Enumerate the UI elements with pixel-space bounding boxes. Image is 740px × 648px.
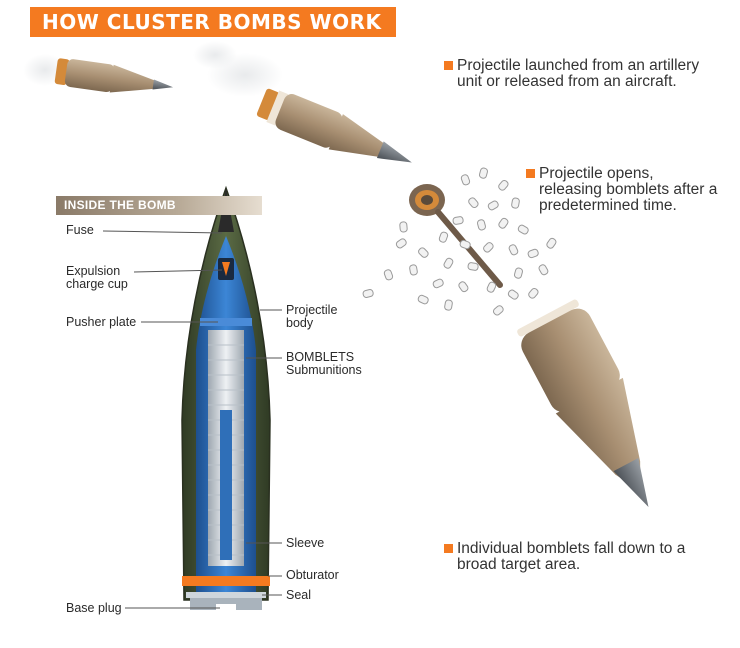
label-sleeve: Sleeve — [286, 536, 325, 550]
smoke-trail — [23, 41, 283, 97]
step-launch: Projectile launched from an artillery un… — [444, 57, 707, 90]
opened-projectile-cap — [409, 184, 503, 288]
label-obturator: Obturator — [286, 568, 339, 582]
label-fuse: Fuse — [66, 223, 94, 237]
page-title: HOW CLUSTER BOMBS WORK — [30, 7, 396, 37]
step-open: Projectile opens, releasing bomblets aft… — [526, 165, 719, 214]
step-fall-text: Individual bomblets fall down to a broad… — [457, 540, 686, 573]
orange-bullet-icon — [444, 544, 453, 553]
label-seal: Seal — [286, 588, 312, 602]
inside-section-title: INSIDE THE BOMB — [56, 196, 262, 215]
projectile-falling — [517, 299, 649, 507]
label-pusher-plate: Pusher plate — [66, 315, 137, 329]
label-projectile-body: Projectile body — [286, 303, 338, 330]
label-expulsion-charge-cup: Expulsion charge cup — [66, 264, 128, 291]
step-fall: Individual bomblets fall down to a broad… — [444, 540, 707, 573]
step-open-text: Projectile opens, releasing bomblets aft… — [539, 165, 718, 214]
step-launch-text: Projectile launched from an artillery un… — [457, 57, 700, 90]
label-bomblets: BOMBLETS Submunitions — [286, 350, 362, 377]
label-base-plug: Base plug — [66, 601, 122, 615]
bomb-cutaway — [181, 185, 271, 610]
projectile-launched — [54, 58, 174, 93]
orange-bullet-icon — [444, 61, 453, 70]
orange-bullet-icon — [526, 169, 535, 178]
scattered-bomblets — [362, 167, 557, 316]
leader-lines — [102, 230, 282, 609]
projectile-in-flight — [256, 88, 412, 163]
